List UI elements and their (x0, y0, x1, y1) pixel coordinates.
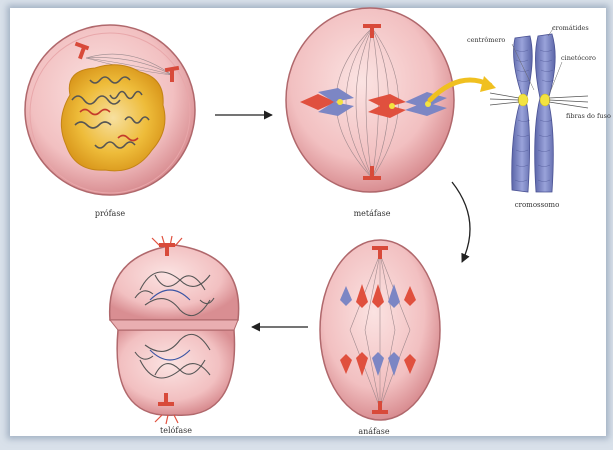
daughter-cell-upper (110, 245, 239, 320)
prophase-cell: prófase (25, 25, 195, 218)
telophase-cell: telófase (110, 236, 239, 435)
metaphase-cell: metáfase (286, 8, 454, 218)
metaphase-label: metáfase (354, 209, 391, 218)
chromosome-detail: centrômero cromátides cinetócoro fibras … (467, 24, 611, 209)
anaphase-label: anáfase (358, 427, 390, 436)
chromatids-label: cromátides (552, 24, 589, 32)
chromosome-label: cromossomo (515, 201, 560, 209)
telophase-label: telófase (160, 426, 192, 435)
anaphase-cell: anáfase (320, 240, 440, 436)
kinetochore-left (518, 94, 528, 106)
cleavage-furrow (110, 320, 238, 330)
prophase-label: prófase (95, 209, 126, 218)
spindle-fibers-label: fibras do fuso (566, 112, 611, 120)
centromere-label: centrômero (467, 36, 505, 44)
kinetochore-right (540, 94, 550, 106)
kinetochore-label: cinetócoro (561, 54, 596, 62)
arrow-curve-icon (452, 182, 470, 262)
